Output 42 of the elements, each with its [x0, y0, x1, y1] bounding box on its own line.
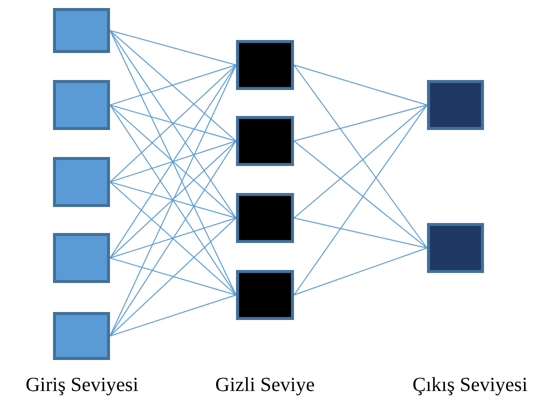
neuron-node: [427, 223, 484, 273]
connector-line: [294, 64, 428, 106]
connector-line: [110, 64, 236, 258]
connector-line: [294, 104, 428, 142]
connector-line: [110, 258, 236, 296]
neuron-node: [236, 270, 294, 320]
connector-line: [110, 104, 236, 296]
connector-line: [110, 30, 236, 218]
neuron-node: [236, 193, 294, 243]
connector-line: [110, 30, 236, 142]
connector-line: [110, 140, 236, 258]
connector-line: [110, 182, 236, 296]
layer-label: Gizli Seviye: [215, 374, 315, 397]
connector-line: [110, 30, 236, 296]
layer-label: Giriş Seviyesi: [26, 374, 138, 397]
neuron-node: [427, 80, 484, 130]
layer-label: Çıkış Seviyesi: [412, 374, 528, 397]
connector-line: [110, 182, 236, 218]
neuron-node: [53, 312, 110, 360]
connector-line: [110, 64, 236, 336]
connector-line: [110, 140, 236, 182]
neuron-node: [53, 157, 110, 207]
connector-line: [110, 294, 236, 336]
connector-line: [110, 218, 236, 258]
connector-line: [110, 104, 236, 142]
neuron-node: [236, 40, 294, 90]
connector-line: [294, 218, 428, 248]
connector-line: [294, 104, 428, 296]
neuron-node: [236, 116, 294, 166]
connector-line: [294, 104, 428, 218]
connector-line: [110, 30, 236, 66]
connector-line: [294, 64, 428, 248]
connector-line: [110, 64, 236, 106]
connector-line: [110, 64, 236, 182]
connector-line: [294, 140, 428, 248]
neuron-node: [53, 8, 110, 53]
connector-line: [110, 104, 236, 218]
connector-line: [110, 140, 236, 336]
connector-line: [110, 218, 236, 336]
neuron-node: [53, 80, 110, 130]
neuron-node: [53, 233, 110, 283]
connector-line: [294, 248, 428, 296]
